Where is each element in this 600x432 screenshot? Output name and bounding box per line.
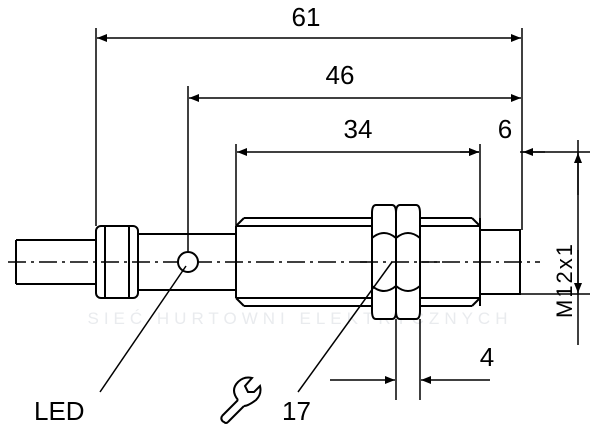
leader-lines <box>99 261 393 393</box>
sensor-rear-cap <box>95 225 186 299</box>
watermark-text: SIEĆ HURTOWNI ELEKTRYCZNYCH <box>88 309 513 328</box>
dim-thread-length: 34 <box>344 114 373 144</box>
wrench-size-label: 17 <box>282 396 311 426</box>
led-housing <box>186 226 237 298</box>
dimension-lines <box>97 34 582 384</box>
dim-face-offset: 6 <box>498 114 512 144</box>
dim-thread-size: M12x1 <box>552 242 577 318</box>
dim-body-length: 46 <box>326 60 355 90</box>
wrench-icon <box>220 376 262 424</box>
sensing-face <box>479 229 521 295</box>
wrench-leader <box>297 261 393 393</box>
watermark: SIEĆ HURTOWNI ELEKTRYCZNYCH <box>88 309 513 328</box>
dim-nut-thickness: 4 <box>480 342 494 372</box>
led-window <box>177 251 199 273</box>
led-label: LED <box>34 396 85 426</box>
dim-overall-length: 61 <box>292 2 321 32</box>
led-leader <box>99 265 187 393</box>
cable <box>15 239 96 285</box>
